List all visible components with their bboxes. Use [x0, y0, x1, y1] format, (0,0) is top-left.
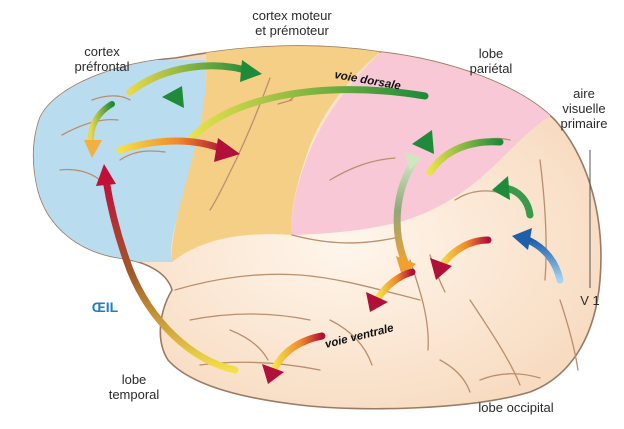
eye-label: ŒIL — [80, 300, 130, 315]
v1-label: V 1 — [570, 293, 610, 308]
motor-cortex-label: cortex moteur et prémoteur — [222, 8, 362, 38]
parietal-line-1: lobe — [456, 46, 526, 61]
v1-area-line-1: aire — [548, 86, 620, 101]
prefrontal-line-2: préfrontal — [62, 59, 142, 74]
v1-area-label: aire visuelle primaire — [548, 86, 620, 131]
v1-area-line-3: primaire — [548, 116, 620, 131]
motor-cortex-line: cortex moteur — [222, 8, 362, 23]
temporal-line-2: temporal — [96, 387, 172, 402]
parietal-line-2: pariétal — [456, 61, 526, 76]
temporal-line-1: lobe — [96, 372, 172, 387]
premotor-line: et prémoteur — [222, 23, 362, 38]
temporal-label: lobe temporal — [96, 372, 172, 402]
v1-area-line-2: visuelle — [548, 101, 620, 116]
prefrontal-label: cortex préfrontal — [62, 44, 142, 74]
parietal-label: lobe pariétal — [456, 46, 526, 76]
occipital-label: lobe occipital — [456, 400, 576, 415]
prefrontal-line-1: cortex — [62, 44, 142, 59]
